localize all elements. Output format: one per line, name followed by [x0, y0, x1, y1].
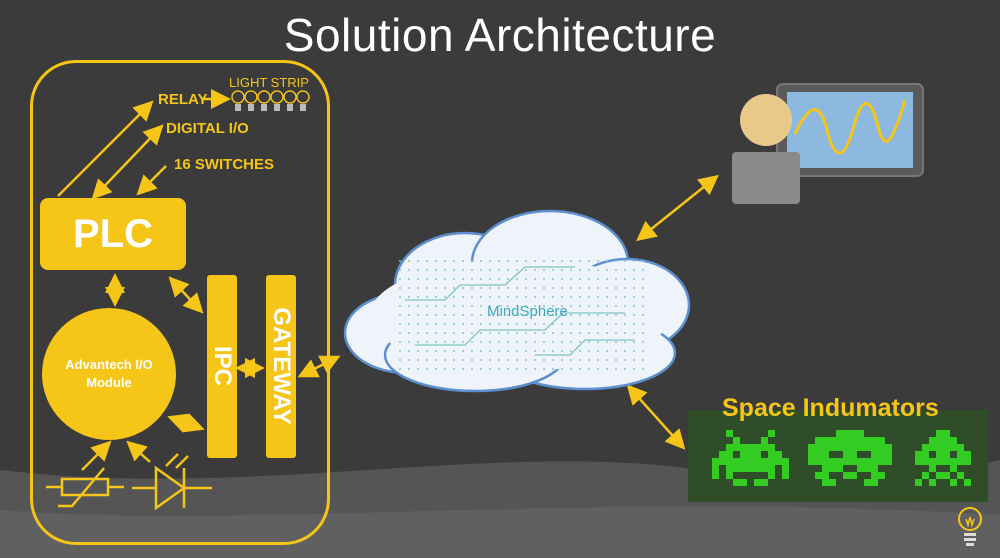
space-invader-icon	[808, 430, 892, 486]
arrow-switches-plc	[136, 165, 167, 196]
user-icon	[732, 94, 800, 204]
thermistor-icon	[46, 467, 124, 508]
digital-io-label: DIGITAL I/O	[166, 120, 249, 137]
space-invader-icon	[915, 430, 971, 486]
light-bulb-strip-icon	[231, 90, 310, 111]
photodiode-icon	[132, 453, 212, 511]
arrow-photodiode-io	[126, 440, 151, 463]
plc-box: PLC	[40, 198, 186, 270]
advantech-io-module: Advantech I/O Module	[42, 308, 176, 440]
arrow-gateway-cloud	[297, 355, 341, 378]
plc-label: PLC	[73, 211, 153, 256]
arrow-thermistor-io	[81, 440, 112, 471]
ipc-bar	[207, 275, 237, 458]
monitor-chart-icon	[776, 83, 924, 177]
gateway-bar	[266, 275, 296, 458]
switches-label: 16 SWITCHES	[174, 156, 275, 173]
light-strip-label: LIGHT STRIP	[229, 75, 309, 90]
arrow-cloud-game	[626, 384, 686, 450]
mindsphere-label: MindSphere	[487, 303, 568, 320]
arrow-plc-ipc	[168, 276, 204, 314]
relay-label: RELAY	[158, 91, 208, 108]
lightbulb-icon	[958, 507, 982, 546]
arrow-plc-relay	[57, 100, 154, 197]
arrow-plc-digitalio	[91, 124, 164, 200]
mindsphere-cloud	[343, 209, 691, 393]
io-module-label: Advantech I/O Module	[65, 357, 153, 390]
plc-enclosure	[30, 60, 330, 545]
space-invader-icon	[712, 430, 789, 486]
arrow-cloud-user	[636, 174, 719, 242]
game-title: Space Indumators	[722, 394, 939, 422]
page-title: Solution Architecture	[283, 9, 717, 61]
arrow-iomodule-ipc	[167, 413, 205, 433]
